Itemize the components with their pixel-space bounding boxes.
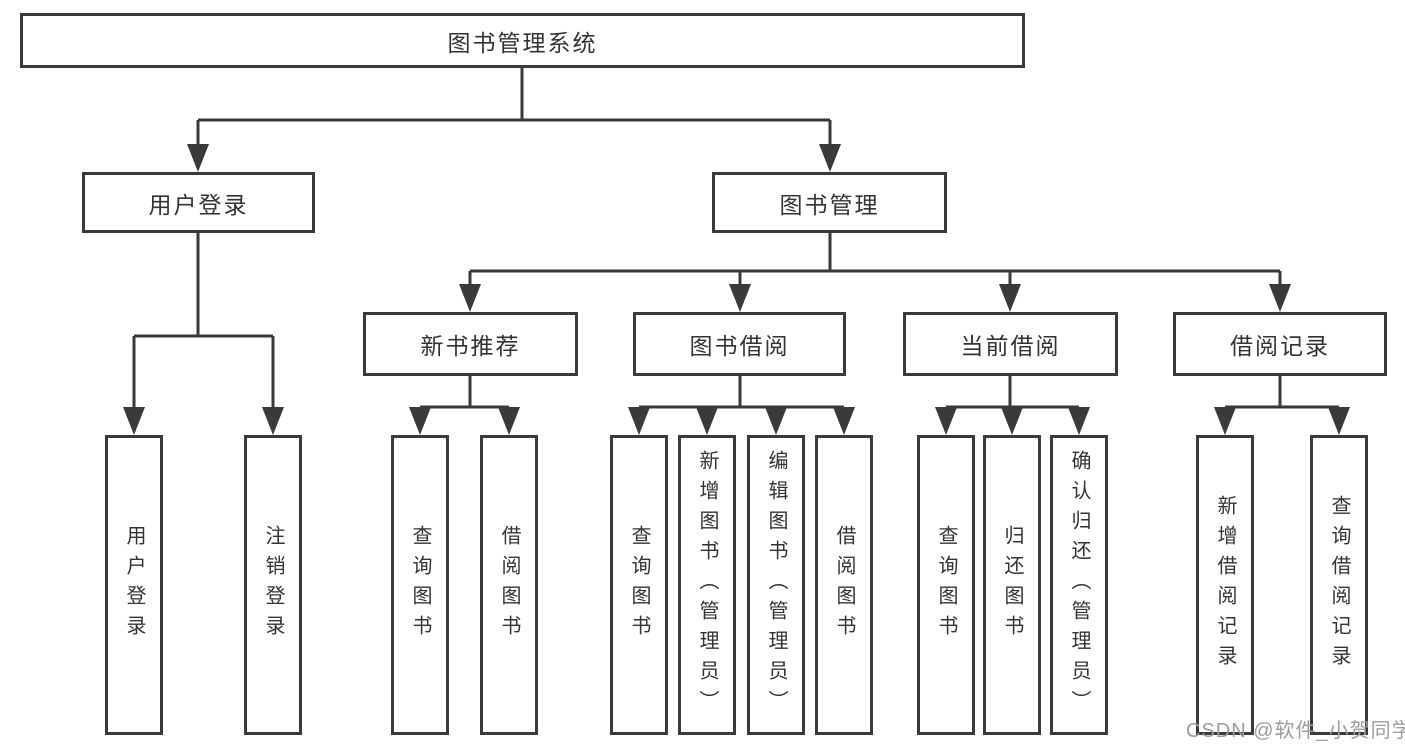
leaf-user-login: 用户登录 [105, 435, 163, 735]
leaf-edit-book-admin: 编辑图书（管理员） [747, 435, 805, 735]
leaf-query-borrow-record: 查询借阅记录 [1310, 435, 1368, 735]
node-user-login: 用户登录 [82, 172, 315, 233]
node-label: 借阅图书 [498, 525, 520, 645]
leaf-query-books-borrow: 查询图书 [610, 435, 668, 735]
arrowheads [123, 144, 1350, 435]
node-label: 查询借阅记录 [1328, 495, 1350, 675]
node-label: 用户登录 [123, 525, 145, 645]
node-label: 图书借阅 [689, 333, 790, 359]
node-book-management: 图书管理 [712, 172, 947, 233]
leaf-query-books-recommend: 查询图书 [391, 435, 449, 735]
node-label: 新增借阅记录 [1214, 495, 1236, 675]
node-label: 图书管理系统 [447, 29, 598, 56]
node-label: 用户登录 [148, 191, 249, 218]
leaf-logout: 注销登录 [244, 435, 302, 735]
node-label: 新增图书（管理员） [696, 450, 718, 720]
leaf-query-books-current: 查询图书 [917, 435, 975, 735]
node-book-borrow: 图书借阅 [633, 312, 846, 376]
leaf-borrow-books-recommend: 借阅图书 [480, 435, 538, 735]
node-label: 查询图书 [628, 525, 650, 645]
node-label: 编辑图书（管理员） [765, 450, 787, 720]
node-new-book-recommend: 新书推荐 [363, 312, 578, 376]
node-label: 确认归还（管理员） [1068, 450, 1090, 720]
leaf-add-book-admin: 新增图书（管理员） [678, 435, 736, 735]
node-label: 新书推荐 [420, 333, 521, 359]
leaf-add-borrow-record: 新增借阅记录 [1196, 435, 1254, 735]
node-label: 查询图书 [935, 525, 957, 645]
node-label: 查询图书 [409, 525, 431, 645]
node-label: 注销登录 [262, 525, 284, 645]
node-label: 借阅图书 [833, 525, 855, 645]
node-label: 当前借阅 [960, 333, 1061, 359]
leaf-return-books: 归还图书 [983, 435, 1041, 735]
leaf-confirm-return-admin: 确认归还（管理员） [1050, 435, 1108, 735]
node-current-borrow: 当前借阅 [903, 312, 1118, 376]
watermark: CSDN @软件_小贺同学 [1186, 720, 1405, 742]
node-borrow-records: 借阅记录 [1173, 312, 1387, 376]
node-label: 图书管理 [779, 191, 880, 218]
node-library-management-system: 图书管理系统 [20, 13, 1025, 68]
leaf-borrow-books: 借阅图书 [815, 435, 873, 735]
node-label: 借阅记录 [1230, 333, 1330, 359]
node-label: 归还图书 [1001, 525, 1023, 645]
